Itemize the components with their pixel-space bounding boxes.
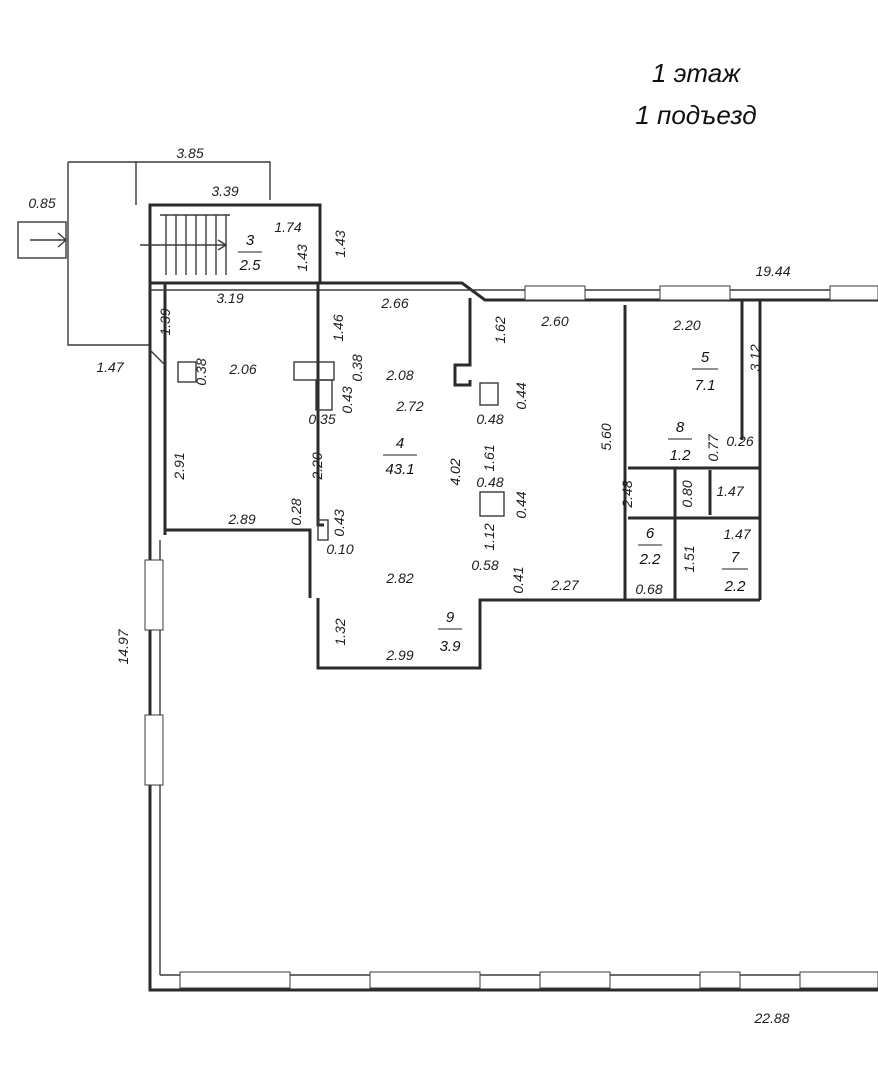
- dim-label: 1.12: [481, 523, 497, 550]
- room-4-label: 4 43.1: [383, 435, 417, 478]
- dim-label: 0.38: [193, 358, 209, 385]
- room-9-label: 9 3.9: [438, 609, 462, 655]
- room-7-label: 7 2.2: [722, 549, 748, 595]
- dim-label: 0.43: [331, 509, 347, 536]
- svg-text:2.2: 2.2: [724, 578, 747, 595]
- svg-text:43.1: 43.1: [385, 461, 414, 478]
- room-3-label: 3 2.5: [238, 232, 262, 274]
- dim-label: 0.68: [635, 581, 662, 597]
- svg-text:2.5: 2.5: [239, 257, 262, 274]
- dim-label: 1.43: [294, 244, 310, 271]
- dim-label: 1.43: [332, 230, 348, 257]
- dimension-labels: 3.85 3.39 0.85 1.74 1.43 1.43 1.47 19.44…: [28, 145, 790, 1026]
- svg-text:2.2: 2.2: [639, 551, 662, 568]
- dim-label: 1.46: [330, 314, 346, 341]
- dim-label: 3.19: [216, 290, 243, 306]
- dim-label: 2.82: [385, 570, 413, 586]
- dim-label: 0.38: [349, 354, 365, 381]
- svg-text:4: 4: [396, 435, 404, 452]
- dim-label: 0.35: [308, 411, 335, 427]
- dim-label: 1.51: [681, 545, 697, 572]
- dim-label: 0.10: [326, 541, 353, 557]
- stair-steps: [140, 215, 228, 275]
- dim-label: 2.91: [171, 452, 187, 480]
- dim-label: 2.99: [385, 647, 413, 663]
- dim-label: 1.47: [716, 483, 744, 499]
- dim-label: 0.58: [471, 557, 498, 573]
- dim-label: 1.62: [492, 316, 508, 343]
- dim-label: 3.39: [211, 183, 238, 199]
- dim-label: 0.26: [726, 433, 753, 449]
- porch-outline: [17, 161, 271, 346]
- interior-walls: [149, 283, 762, 670]
- svg-text:8: 8: [676, 419, 685, 436]
- stair-room-3: [140, 203, 322, 285]
- entrance-title: 1 подъезд: [635, 100, 756, 130]
- dim-label: 0.80: [679, 480, 695, 507]
- dim-label: 0.43: [339, 386, 355, 413]
- dim-label: 14.97: [115, 628, 131, 664]
- dim-label: 0.85: [28, 195, 55, 211]
- dim-label: 0.28: [288, 498, 304, 525]
- dim-label: 2.27: [550, 577, 579, 593]
- dim-label: 3.12: [747, 344, 763, 371]
- svg-text:6: 6: [646, 525, 655, 542]
- windows: [144, 285, 878, 989]
- room-5-label: 5 7.1: [692, 349, 718, 394]
- svg-text:3.9: 3.9: [440, 638, 462, 655]
- dim-label: 19.44: [755, 263, 790, 279]
- dim-label: 0.48: [476, 411, 503, 427]
- dim-label: 0.77: [705, 433, 721, 461]
- dim-label: 1.74: [274, 219, 301, 235]
- dim-label: 5.60: [598, 423, 614, 450]
- svg-text:3: 3: [246, 232, 255, 249]
- dim-label: 2.72: [395, 398, 423, 414]
- dim-label: 22.88: [753, 1010, 789, 1026]
- dim-label: 2.60: [540, 313, 568, 329]
- svg-text:7: 7: [731, 549, 740, 566]
- svg-text:5: 5: [701, 349, 710, 366]
- room-6-label: 6 2.2: [638, 525, 662, 568]
- dim-label: 1.47: [723, 526, 751, 542]
- dim-label: 0.44: [513, 382, 529, 409]
- svg-text:1.2: 1.2: [670, 447, 692, 464]
- dim-label: 3.85: [176, 145, 203, 161]
- room-8-label: 8 1.2: [668, 419, 692, 464]
- dim-label: 1.47: [96, 359, 124, 375]
- dim-label: 2.20: [672, 317, 700, 333]
- dim-label: 1.39: [157, 308, 173, 335]
- dim-label: 1.32: [332, 618, 348, 645]
- dim-label: 1.61: [481, 444, 497, 471]
- dim-label: 4.02: [447, 458, 463, 485]
- dim-label: 0.41: [510, 566, 526, 593]
- dim-label: 2.20: [309, 452, 325, 480]
- dim-label: 0.48: [476, 474, 503, 490]
- svg-text:9: 9: [446, 609, 455, 626]
- floor-title: 1 этаж: [652, 58, 741, 88]
- dim-label: 2.66: [380, 295, 408, 311]
- dim-label: 2.06: [228, 361, 256, 377]
- dim-label: 0.44: [513, 491, 529, 518]
- dim-label: 2.48: [619, 480, 635, 508]
- svg-text:7.1: 7.1: [695, 377, 716, 394]
- dim-label: 2.89: [227, 511, 255, 527]
- dim-label: 2.08: [385, 367, 413, 383]
